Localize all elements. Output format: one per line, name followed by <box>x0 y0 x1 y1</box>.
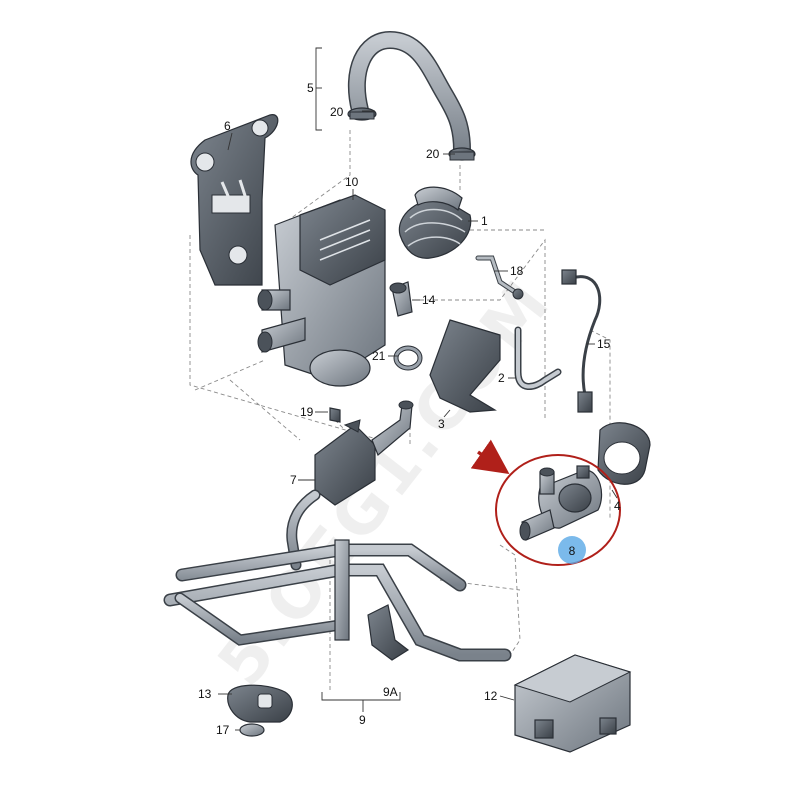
part-17-coin[interactable] <box>239 723 265 737</box>
part-20-clamp-lower[interactable] <box>448 147 476 161</box>
part-21-clamp[interactable] <box>393 345 423 371</box>
label-part-21: 21 <box>372 349 386 363</box>
part-9a-clip[interactable] <box>367 604 410 661</box>
label-part-15: 15 <box>597 337 611 351</box>
part-15-sensor-wire[interactable] <box>561 269 602 413</box>
part-10-heater-unit[interactable] <box>257 194 386 387</box>
label-part-10: 10 <box>345 175 359 189</box>
label-part-9a: 9A <box>383 685 398 699</box>
label-part-6: 6 <box>224 119 231 133</box>
assembly-lines <box>189 130 611 690</box>
label-part-12: 12 <box>484 689 498 703</box>
label-part-1: 1 <box>481 214 488 228</box>
label-part-18: 18 <box>510 264 524 278</box>
label-part-7: 7 <box>290 473 297 487</box>
part-12-control-unit[interactable] <box>513 654 632 753</box>
part-3-mount-bracket[interactable] <box>429 319 501 413</box>
label-part-20-lower: 20 <box>426 147 440 161</box>
part-7-silencer[interactable] <box>286 400 414 571</box>
label-part-2: 2 <box>498 371 505 385</box>
part-4-strap[interactable] <box>597 422 651 485</box>
highlight-ring <box>495 454 621 566</box>
svg-text:8: 8 <box>569 544 576 558</box>
part-8-water-pump[interactable] <box>519 465 603 541</box>
label-part-5: 5 <box>307 81 314 95</box>
arrow-right-down-icon <box>470 439 510 475</box>
label-part-13: 13 <box>198 687 212 701</box>
part-14-elbow[interactable] <box>389 281 413 317</box>
label-part-17: 17 <box>216 723 230 737</box>
part-2-pipe[interactable] <box>514 326 562 390</box>
highlight-badge: 8 <box>558 536 586 564</box>
part-20-clamp-upper[interactable] <box>347 107 377 121</box>
part-6-bracket[interactable] <box>190 114 279 286</box>
label-part-20-upper: 20 <box>330 105 344 119</box>
part-13-remote[interactable] <box>227 684 293 723</box>
label-part-3: 3 <box>438 417 445 431</box>
part-9-coolant-lines[interactable] <box>163 539 512 662</box>
label-part-14: 14 <box>422 293 436 307</box>
part-labels: 5 20 20 6 10 1 18 14 15 21 2 19 3 7 4 9A… <box>198 81 621 737</box>
label-part-19: 19 <box>300 405 314 419</box>
part-18-line[interactable] <box>475 255 524 300</box>
leader-lines <box>218 47 618 731</box>
part-1-bellows[interactable] <box>398 186 472 259</box>
part-5-upper-hose[interactable] <box>347 30 471 159</box>
part-19-fitting[interactable] <box>329 407 341 423</box>
label-part-9: 9 <box>359 713 366 727</box>
label-part-4: 4 <box>614 499 621 513</box>
